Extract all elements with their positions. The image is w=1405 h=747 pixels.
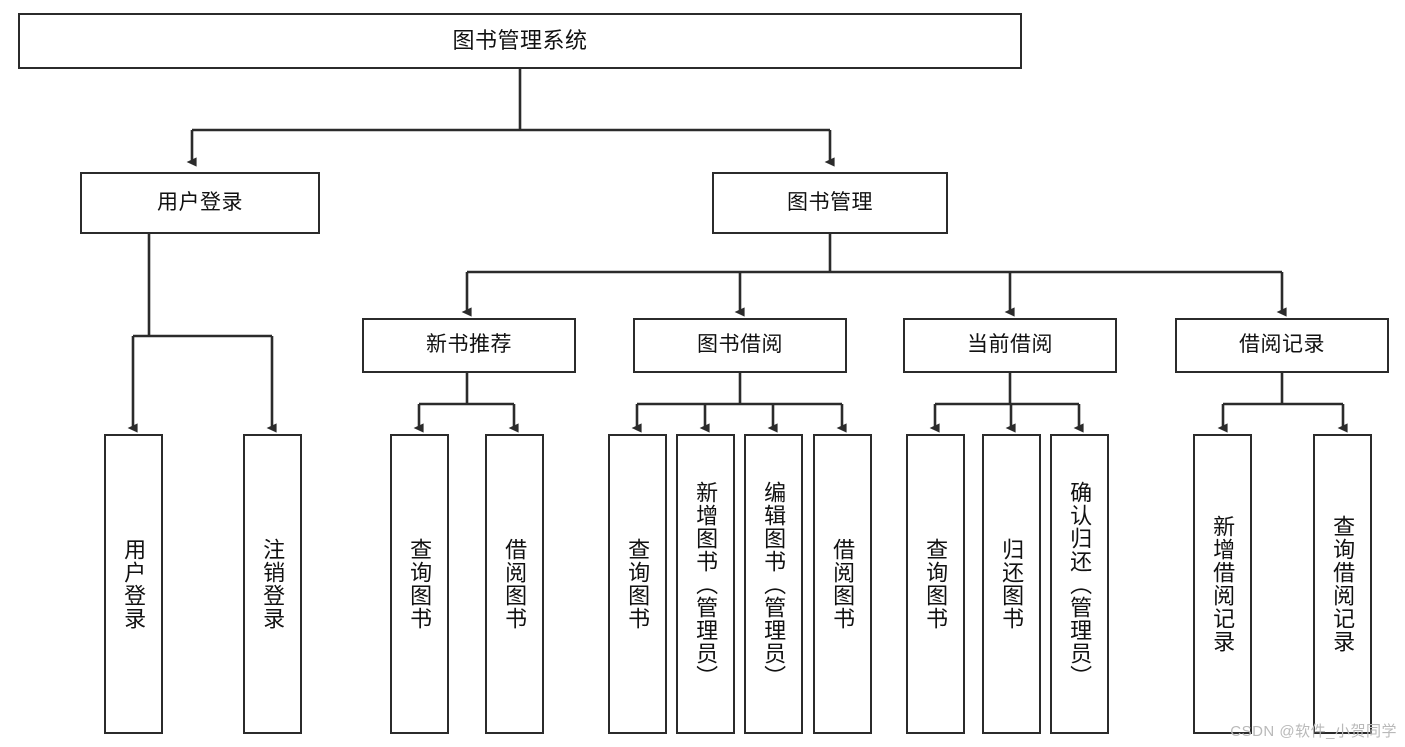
node-label: 编辑图书（管理员） (761, 480, 787, 688)
node-root-book-management-system[interactable]: 图书管理系统 (18, 13, 1022, 69)
node-label: 查询借阅记录 (1330, 515, 1356, 653)
node-label: 新增借阅记录 (1210, 515, 1236, 653)
node-label: 归还图书 (999, 538, 1025, 630)
node-label: 图书管理系统 (452, 28, 588, 54)
node-label: 注销登录 (260, 538, 286, 630)
node-borrow-record[interactable]: 借阅记录 (1175, 318, 1389, 373)
node-label: 新书推荐 (426, 333, 512, 357)
node-label: 查询图书 (407, 538, 433, 630)
node-leaf-borrow-book-1[interactable]: 借阅图书 (485, 434, 544, 734)
node-leaf-query-book-3[interactable]: 查询图书 (906, 434, 965, 734)
node-label: 借阅图书 (502, 538, 528, 630)
node-label: 借阅记录 (1239, 333, 1325, 357)
node-label: 查询图书 (625, 538, 651, 630)
node-leaf-borrow-book-2[interactable]: 借阅图书 (813, 434, 872, 734)
node-leaf-add-book-admin[interactable]: 新增图书（管理员） (676, 434, 735, 734)
node-label: 借阅图书 (830, 538, 856, 630)
node-label: 用户登录 (157, 190, 243, 214)
node-label: 用户登录 (121, 538, 147, 630)
node-book-borrow[interactable]: 图书借阅 (633, 318, 847, 373)
node-label: 确认归还（管理员） (1067, 480, 1093, 688)
node-label: 查询图书 (923, 538, 949, 630)
node-leaf-edit-book-admin[interactable]: 编辑图书（管理员） (744, 434, 803, 734)
node-label: 图书借阅 (697, 333, 783, 357)
node-leaf-query-book-2[interactable]: 查询图书 (608, 434, 667, 734)
node-leaf-add-borrow-record[interactable]: 新增借阅记录 (1193, 434, 1252, 734)
node-label: 当前借阅 (967, 333, 1053, 357)
node-leaf-query-borrow-record[interactable]: 查询借阅记录 (1313, 434, 1372, 734)
node-leaf-confirm-return-admin[interactable]: 确认归还（管理员） (1050, 434, 1109, 734)
node-leaf-user-login[interactable]: 用户登录 (104, 434, 163, 734)
node-book-management[interactable]: 图书管理 (712, 172, 948, 234)
node-leaf-return-book[interactable]: 归还图书 (982, 434, 1041, 734)
node-current-borrow[interactable]: 当前借阅 (903, 318, 1117, 373)
node-label: 图书管理 (787, 190, 873, 214)
node-label: 新增图书（管理员） (693, 480, 719, 688)
node-leaf-query-book-1[interactable]: 查询图书 (390, 434, 449, 734)
node-new-book-recommend[interactable]: 新书推荐 (362, 318, 576, 373)
node-user-login[interactable]: 用户登录 (80, 172, 320, 234)
node-leaf-logout-login[interactable]: 注销登录 (243, 434, 302, 734)
